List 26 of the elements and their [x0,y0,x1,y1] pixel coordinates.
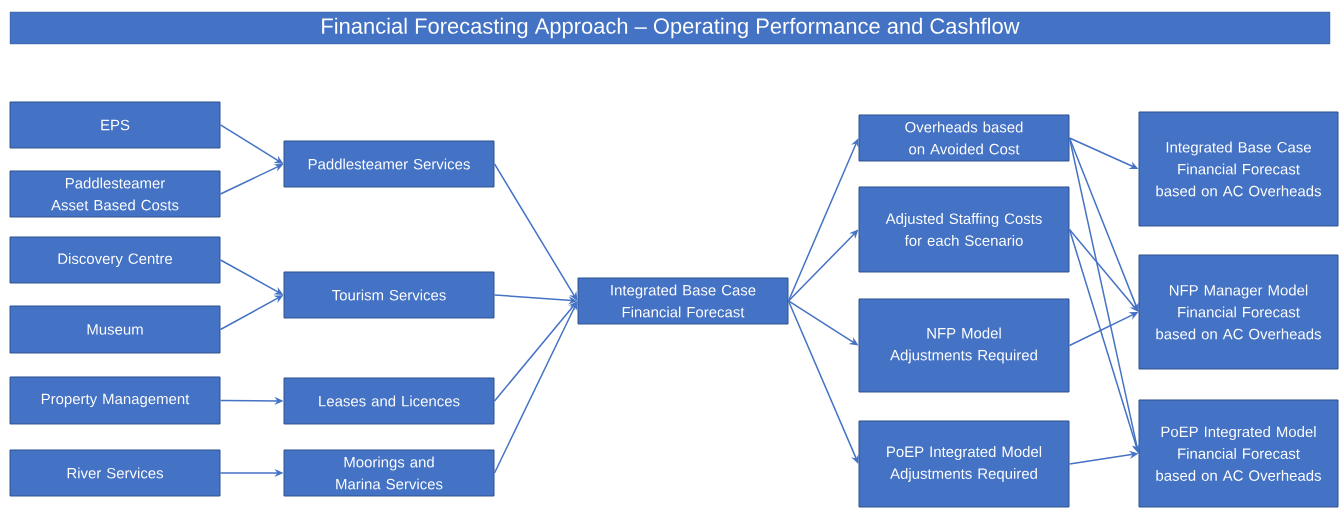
process-box: Integrated Base Case Financial Forecast [577,277,789,325]
arrow [493,301,578,474]
process-box: Moorings and Marina Services [283,449,495,497]
arrow [787,138,859,302]
arrow [493,163,578,301]
process-box: River Services [9,449,221,497]
arrow [1068,228,1139,312]
process-box: Leases and Licences [283,377,495,425]
process-box: Overheads based on Avoided Cost [858,114,1070,162]
arrow [787,300,859,464]
process-box: NFP Manager Model Financial Forecast based on AC Overheads [1138,254,1339,370]
process-box: Paddlesteamer Services [283,140,495,188]
process-box: Property Management [9,376,221,425]
process-box: Paddlesteamer Asset Based Costs [9,170,221,218]
process-box: NFP Model Adjustments Required [858,298,1070,393]
process-box: Museum [9,305,221,354]
title-banner: Financial Forecasting Approach – Operating Performance and Cashflow [9,11,1331,45]
process-box: Discovery Centre [9,236,221,284]
arrow [493,301,578,402]
process-box: Adjusted Staffing Costs for each Scenario [858,186,1070,273]
process-box: Tourism Services [283,271,495,319]
process-box: PoEP Integrated Model Financial Forecast based on AC Overheads [1138,399,1339,508]
process-box: Integrated Base Case Financial Forecast based on AC Overheads [1138,111,1339,227]
process-box: PoEP Integrated Model Adjustments Required [858,420,1070,508]
process-box: EPS [9,101,221,149]
arrow [1068,137,1139,312]
